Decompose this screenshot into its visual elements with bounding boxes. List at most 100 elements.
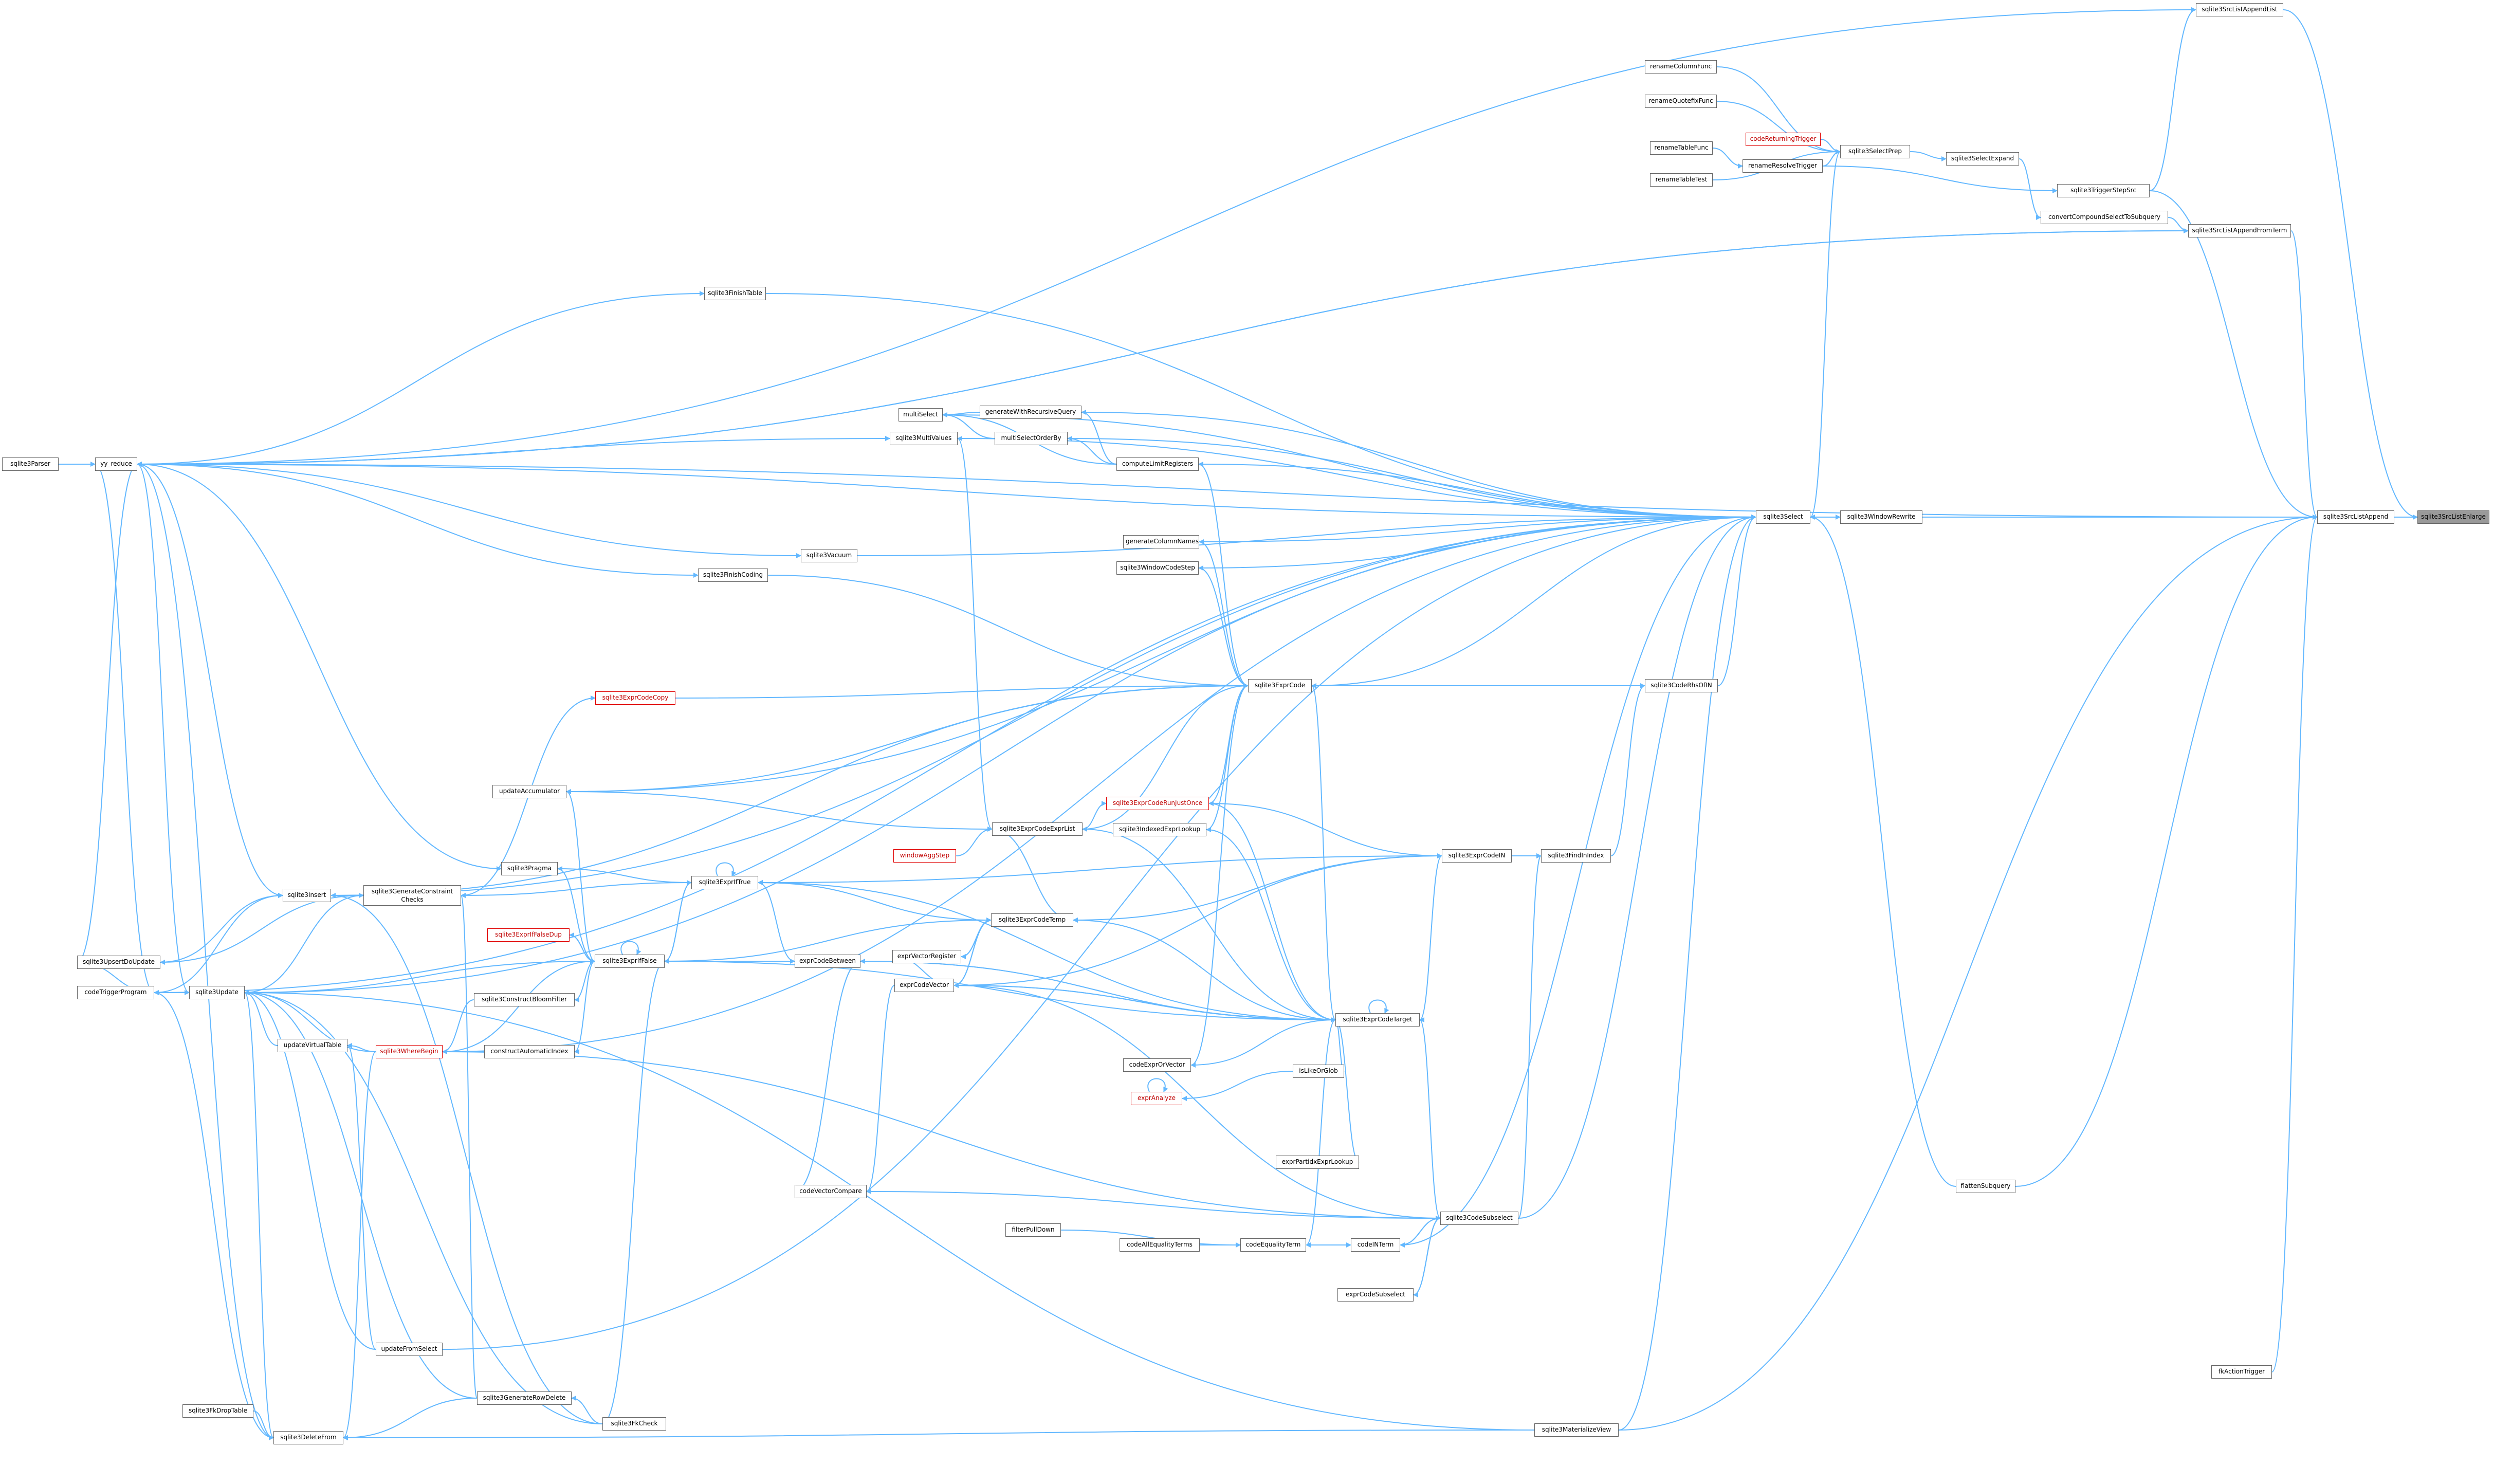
node-renameTableFunc[interactable]: renameTableFunc bbox=[1650, 141, 1713, 155]
node-sqlite3ExprCodeExprList[interactable]: sqlite3ExprCodeExprList bbox=[992, 822, 1083, 836]
node-sqlite3ConstructBloomFilter[interactable]: sqlite3ConstructBloomFilter bbox=[474, 993, 575, 1006]
edge-yy_reduce-to-sqlite3SrcListAppend bbox=[137, 464, 2318, 520]
node-filterPullDown[interactable]: filterPullDown bbox=[1005, 1223, 1061, 1237]
node-multiSelectOrderBy[interactable]: multiSelectOrderBy bbox=[995, 432, 1068, 445]
node-sqlite3CodeRhsOfIN[interactable]: sqlite3CodeRhsOfIN bbox=[1645, 679, 1718, 692]
edge-sqlite3Insert-to-sqlite3Select bbox=[331, 515, 1756, 896]
node-sqlite3WhereBegin[interactable]: sqlite3WhereBegin bbox=[376, 1045, 443, 1058]
node-sqlite3TriggerStepSrc[interactable]: sqlite3TriggerStepSrc bbox=[2057, 184, 2150, 197]
node-sqlite3ExprCodeTemp[interactable]: sqlite3ExprCodeTemp bbox=[991, 913, 1073, 927]
node-fkActionTrigger[interactable]: fkActionTrigger bbox=[2211, 1365, 2272, 1379]
node-exprVectorRegister[interactable]: exprVectorRegister bbox=[892, 950, 961, 963]
edge-sqlite3ExprCodeTemp-to-sqlite3ExprIfFalse bbox=[664, 920, 992, 964]
node-sqlite3SelectPrep[interactable]: sqlite3SelectPrep bbox=[1840, 145, 1910, 158]
node-yy_reduce[interactable]: yy_reduce bbox=[95, 457, 137, 471]
node-sqlite3FkCheck[interactable]: sqlite3FkCheck bbox=[602, 1417, 666, 1431]
node-generateColumnNames[interactable]: generateColumnNames bbox=[1123, 535, 1199, 548]
edge-filterPullDown-to-codeEqualityTerm bbox=[1060, 1230, 1241, 1248]
node-sqlite3ExprCodeIN[interactable]: sqlite3ExprCodeIN bbox=[1442, 849, 1512, 863]
edge-updateFromSelect-to-sqlite3Update bbox=[244, 990, 376, 1350]
node-sqlite3Vacuum[interactable]: sqlite3Vacuum bbox=[801, 549, 857, 562]
node-exprAnalyze[interactable]: exprAnalyze bbox=[1131, 1092, 1182, 1105]
node-convertCompoundSelectToSubquery[interactable]: convertCompoundSelectToSubquery bbox=[2041, 211, 2168, 224]
node-sqlite3IndexedExprLookup[interactable]: sqlite3IndexedExprLookup bbox=[1113, 823, 1206, 836]
node-codeExprOrVector[interactable]: codeExprOrVector bbox=[1123, 1058, 1191, 1072]
edge-flattenSubquery-to-sqlite3Select bbox=[1810, 515, 1956, 1187]
node-sqlite3UpsertDoUpdate[interactable]: sqlite3UpsertDoUpdate bbox=[77, 956, 160, 969]
node-sqlite3GenerateRowDelete[interactable]: sqlite3GenerateRowDelete bbox=[477, 1391, 572, 1405]
node-sqlite3FinishCoding[interactable]: sqlite3FinishCoding bbox=[698, 569, 768, 582]
edge-exprVectorRegister-to-sqlite3ExprCodeTemp bbox=[961, 918, 992, 957]
node-sqlite3FkDropTable[interactable]: sqlite3FkDropTable bbox=[182, 1404, 253, 1418]
node-sqlite3FindInIndex[interactable]: sqlite3FindInIndex bbox=[1541, 849, 1611, 863]
node-exprCodeSubselect[interactable]: exprCodeSubselect bbox=[1337, 1288, 1414, 1302]
edge-multiSelectOrderBy-to-sqlite3Select bbox=[1067, 438, 1756, 520]
node-multiSelect[interactable]: multiSelect bbox=[898, 408, 943, 422]
node-sqlite3ExprIfFalse[interactable]: sqlite3ExprIfFalse bbox=[595, 955, 665, 968]
node-codeTriggerProgram[interactable]: codeTriggerProgram bbox=[77, 986, 154, 999]
node-renameQuotefixFunc[interactable]: renameQuotefixFunc bbox=[1645, 95, 1717, 108]
node-exprPartidxExprLookup[interactable]: exprPartidxExprLookup bbox=[1276, 1156, 1359, 1169]
edge-generateWithRecursiveQuery-to-sqlite3Select bbox=[1081, 412, 1756, 520]
node-sqlite3WindowRewrite[interactable]: sqlite3WindowRewrite bbox=[1840, 510, 1922, 524]
edge-yy_reduce-to-sqlite3Select bbox=[137, 464, 1756, 520]
node-sqlite3ExprCode[interactable]: sqlite3ExprCode bbox=[1248, 679, 1312, 692]
node-sqlite3Insert[interactable]: sqlite3Insert bbox=[283, 889, 331, 902]
node-generateWithRecursiveQuery[interactable]: generateWithRecursiveQuery bbox=[980, 406, 1081, 419]
edge-sqlite3ExprCodeTarget-to-sqlite3ExprIfFalse bbox=[664, 959, 1336, 1020]
node-codeVectorCompare[interactable]: codeVectorCompare bbox=[795, 1185, 867, 1198]
node-sqlite3Parser[interactable]: sqlite3Parser bbox=[2, 457, 59, 471]
node-sqlite3ExprCodeTarget[interactable]: sqlite3ExprCodeTarget bbox=[1335, 1013, 1420, 1027]
node-windowAggStep[interactable]: windowAggStep bbox=[893, 849, 956, 863]
node-flattenSubquery[interactable]: flattenSubquery bbox=[1956, 1180, 2015, 1193]
edge-yy_reduce-to-sqlite3FinishCoding bbox=[137, 464, 699, 578]
node-codeINTerm[interactable]: codeINTerm bbox=[1351, 1238, 1400, 1252]
node-sqlite3WindowCodeStep[interactable]: sqlite3WindowCodeStep bbox=[1116, 561, 1199, 575]
node-constructAutomaticIndex[interactable]: constructAutomaticIndex bbox=[484, 1045, 575, 1058]
edge-sqlite3ExprCodeExprList-to-sqlite3ExprCode bbox=[1082, 683, 1249, 830]
node-sqlite3GenerateConstraintChecks[interactable]: sqlite3GenerateConstraint Checks bbox=[363, 885, 461, 906]
node-sqlite3CodeSubselect[interactable]: sqlite3CodeSubselect bbox=[1440, 1212, 1518, 1225]
edge-sqlite3FkCheck-to-sqlite3GenerateRowDelete bbox=[571, 1396, 603, 1424]
node-renameTableTest[interactable]: renameTableTest bbox=[1650, 173, 1713, 187]
node-exprCodeVector[interactable]: exprCodeVector bbox=[894, 979, 954, 992]
node-sqlite3ExprCodeRunJustOnce[interactable]: sqlite3ExprCodeRunJustOnce bbox=[1106, 797, 1209, 810]
node-sqlite3Pragma[interactable]: sqlite3Pragma bbox=[501, 862, 558, 875]
edge-sqlite3CodeSubselect-to-sqlite3Select bbox=[1518, 515, 1756, 1219]
node-sqlite3MultiValues[interactable]: sqlite3MultiValues bbox=[890, 432, 958, 445]
node-sqlite3ExprCodeCopy[interactable]: sqlite3ExprCodeCopy bbox=[595, 691, 675, 705]
node-computeLimitRegisters[interactable]: computeLimitRegisters bbox=[1116, 457, 1199, 471]
edge-updateFromSelect-to-sqlite3Select bbox=[442, 515, 1756, 1350]
node-renameResolveTrigger[interactable]: renameResolveTrigger bbox=[1743, 159, 1823, 173]
node-sqlite3SrcListEnlarge[interactable]: sqlite3SrcListEnlarge bbox=[2417, 510, 2489, 524]
node-sqlite3MaterializeView[interactable]: sqlite3MaterializeView bbox=[1534, 1423, 1619, 1437]
node-updateVirtualTable[interactable]: updateVirtualTable bbox=[278, 1039, 347, 1052]
node-codeEqualityTerm[interactable]: codeEqualityTerm bbox=[1240, 1238, 1306, 1252]
node-sqlite3SrcListAppendList[interactable]: sqlite3SrcListAppendList bbox=[2196, 3, 2283, 16]
node-sqlite3DeleteFrom[interactable]: sqlite3DeleteFrom bbox=[273, 1431, 343, 1444]
node-sqlite3ExprIfTrue[interactable]: sqlite3ExprIfTrue bbox=[691, 876, 758, 889]
node-sqlite3Select[interactable]: sqlite3Select bbox=[1756, 510, 1810, 524]
edge-sqlite3SrcListAppendFromTerm-to-sqlite3SrcListAppend bbox=[2290, 230, 2318, 520]
node-codeAllEqualityTerms[interactable]: codeAllEqualityTerms bbox=[1120, 1238, 1200, 1252]
edge-sqlite3IndexedExprLookup-to-sqlite3ExprCode bbox=[1206, 683, 1249, 830]
node-sqlite3SrcListAppend[interactable]: sqlite3SrcListAppend bbox=[2317, 510, 2394, 524]
edge-sqlite3DeleteFrom-to-sqlite3Update bbox=[244, 990, 274, 1438]
edge-sqlite3ExprCodeIN-to-exprCodeVector bbox=[953, 855, 1442, 988]
edge-fkActionTrigger-to-sqlite3SrcListAppend bbox=[2271, 515, 2318, 1372]
node-updateAccumulator[interactable]: updateAccumulator bbox=[492, 785, 566, 798]
node-sqlite3SrcListAppendFromTerm[interactable]: sqlite3SrcListAppendFromTerm bbox=[2188, 224, 2291, 237]
node-updateFromSelect[interactable]: updateFromSelect bbox=[376, 1343, 443, 1356]
node-sqlite3SelectExpand[interactable]: sqlite3SelectExpand bbox=[1946, 152, 2019, 166]
edge-sqlite3SelectPrep-to-sqlite3SelectExpand bbox=[1910, 151, 1947, 161]
edge-sqlite3CodeSubselect-to-sqlite3FindInIndex bbox=[1518, 853, 1542, 1219]
node-renameColumnFunc[interactable]: renameColumnFunc bbox=[1645, 60, 1717, 74]
edge-codeTriggerProgram-to-sqlite3Select bbox=[154, 515, 1756, 993]
node-isLikeOrGlob[interactable]: isLikeOrGlob bbox=[1293, 1065, 1344, 1078]
node-sqlite3Update[interactable]: sqlite3Update bbox=[189, 986, 245, 999]
edge-windowAggStep-to-sqlite3ExprCodeExprList bbox=[956, 827, 993, 856]
node-sqlite3ExprIfFalseDup[interactable]: sqlite3ExprIfFalseDup bbox=[487, 928, 570, 942]
node-codeReturningTrigger[interactable]: codeReturningTrigger bbox=[1746, 133, 1821, 146]
node-sqlite3FinishTable[interactable]: sqlite3FinishTable bbox=[704, 287, 766, 300]
node-exprCodeBetween[interactable]: exprCodeBetween bbox=[795, 955, 860, 968]
